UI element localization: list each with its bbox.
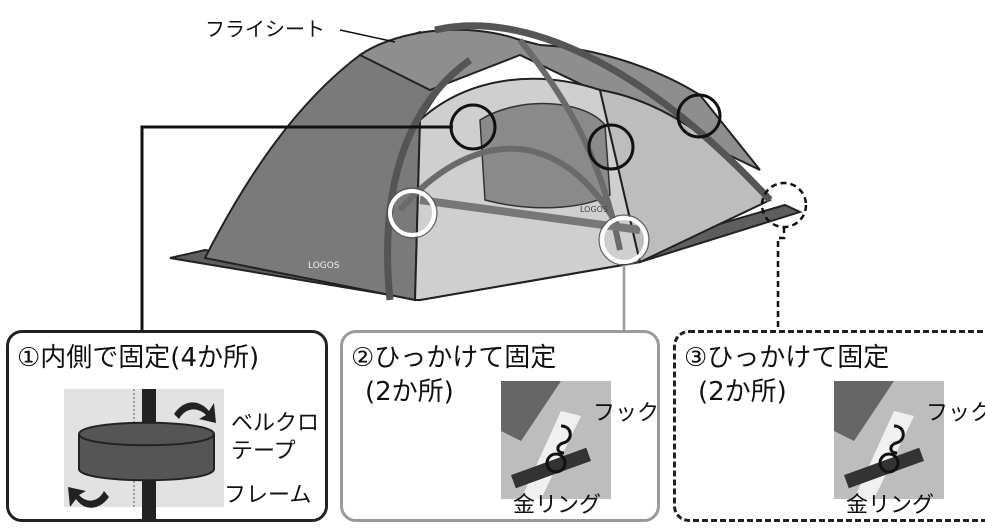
rotate-arrow-down bbox=[68, 487, 109, 508]
marker-inner-fix-3 bbox=[676, 93, 722, 139]
brand-mark-right: LOGOS bbox=[580, 205, 608, 214]
panel1-title: ①内側で固定(4か所) bbox=[17, 343, 260, 373]
panel-hook-fix-2: ③ひっかけて固定 (2か所) フック 金リング bbox=[673, 330, 985, 522]
marker-inner-fix-2 bbox=[587, 123, 635, 171]
velcro-illustration bbox=[64, 389, 224, 519]
leader-flysheet bbox=[339, 29, 396, 43]
rotate-arrow-up bbox=[174, 402, 216, 423]
hook-label-1: フック bbox=[593, 401, 660, 426]
panel-inner-fix: ①内側で固定(4か所) ベルクロ テープ フレーム bbox=[6, 330, 328, 522]
marker-inner-fix-4 bbox=[388, 189, 436, 237]
velcro-label-2: テープ bbox=[231, 439, 296, 464]
velcro-label-1: ベルクロ bbox=[231, 411, 320, 436]
hook-illustration-2 bbox=[834, 381, 944, 499]
panel3-subtitle: (2か所) bbox=[698, 377, 787, 407]
tent-band bbox=[419, 196, 641, 234]
marker-hook-1 bbox=[600, 216, 648, 264]
frame-label: フレーム bbox=[224, 483, 312, 508]
leader-panel3 bbox=[776, 227, 786, 333]
flysheet-label: フライシート bbox=[205, 17, 325, 41]
leader-panel1 bbox=[140, 125, 453, 333]
ring-label-2: 金リング bbox=[846, 493, 935, 518]
panel2-subtitle: (2か所) bbox=[365, 377, 454, 407]
frame-pole-3 bbox=[397, 145, 623, 232]
hook-illustration-1 bbox=[501, 381, 611, 499]
frame-pole-1 bbox=[384, 57, 473, 301]
frame-pole-2 bbox=[434, 22, 773, 203]
brand-mark-left: LOGOS bbox=[308, 261, 340, 271]
panel2-title: ②ひっかけて固定 bbox=[351, 343, 557, 373]
ring-label-1: 金リング bbox=[513, 493, 602, 518]
velcro-band bbox=[78, 421, 215, 482]
panel3-title: ③ひっかけて固定 bbox=[684, 343, 890, 373]
frame-pole-4 bbox=[517, 38, 623, 251]
hook-label-2: フック bbox=[926, 401, 985, 426]
marker-inner-fix-4-outline bbox=[386, 187, 438, 239]
panel-hook-fix-1: ②ひっかけて固定 (2か所) フック 金リング bbox=[340, 330, 660, 522]
